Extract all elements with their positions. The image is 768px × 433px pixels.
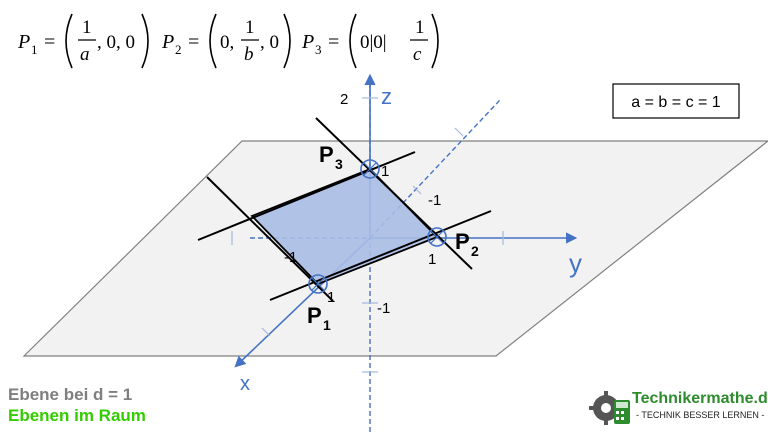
tick-label-x1: 1 [327,289,335,306]
axis-label-z: z [381,84,392,109]
subtitle-plane-d1: Ebene bei d = 1 [8,385,133,404]
tick-label-y1: 1 [428,251,436,268]
p1-frac-den: a [80,44,90,65]
marker-p3-cross-b [363,162,377,176]
condition-text: a = b = c = 1 [631,94,721,111]
brand-logo: Technikermathe.de - TECHNIK BESSER LERNE… [588,388,768,428]
p2-formula-sub: 2 [175,42,182,57]
p3-formula-label: P [301,31,314,53]
brand-tagline: - TECHNIK BESSER LERNEN - [636,410,765,420]
p2-formula-equals: = [188,31,199,53]
tick-label-z1: 1 [381,163,389,180]
tick-labels: 2 1 -1 1 -1 1 -1 [284,91,441,317]
p1-left-paren [65,13,73,69]
p1-frac-num: 1 [82,17,92,38]
p2-right-paren [283,13,291,69]
p2-frac-num: 1 [245,17,255,38]
p2-rest: , 0 [260,32,279,53]
marker-p2-cross-b [430,230,444,244]
p2-left-paren [209,13,217,69]
point-label-p1-sub: 1 [323,317,331,333]
p2-frac-den: b [244,44,254,65]
p2-formula-label: P [161,31,174,53]
condition-box [612,83,740,119]
p1-formula-sub: 1 [31,42,38,57]
formula-header: P 1 = 1 a , 0, 0 P 2 = 0, 1 b , 0 P 3 = … [17,13,439,69]
tick-label-y-neg1: -1 [284,249,297,266]
point-label-p2: P [455,229,470,254]
gear-calculator-icon [589,391,630,425]
p3-pre: 0|0| [360,32,387,53]
axis-label-x: x [240,373,250,395]
p1-rest: , 0, 0 [97,32,135,53]
p3-frac-den: c [413,44,422,65]
p3-right-paren [431,13,439,69]
p2-pre: 0, [220,32,234,53]
point-label-p3: P [319,142,334,167]
marker-p1-cross-b [311,277,325,291]
p1-right-paren [141,13,149,69]
marker-p1 [308,274,328,294]
p3-left-paren [349,13,357,69]
trace-line-p1-p2 [269,210,492,301]
p3-formula-equals: = [328,31,339,53]
p1-formula-equals: = [44,31,55,53]
tick-label-z2: 2 [340,91,348,108]
x-tick-neg1 [412,185,422,195]
point-labels: P 3 P 2 P 1 [307,142,479,333]
point-label-p2-sub: 2 [471,243,479,259]
point-markers [308,159,447,294]
marker-p2 [427,227,447,247]
p1-formula-label: P [17,31,30,53]
marker-p3 [360,159,380,179]
tick-label-z-neg1: -1 [377,300,390,317]
p3-frac-num: 1 [415,17,425,38]
brand-name: Technikermathe.de [632,390,768,407]
subtitle-planes-in-space: Ebenen im Raum [8,406,146,425]
trace-line-p2-p3 [315,117,473,270]
trace-line-p1-left [206,176,334,302]
tick-label-x-neg1: -1 [428,192,441,209]
x-tick-neg2 [454,127,464,137]
axis-label-y: y [569,248,582,278]
p3-formula-sub: 3 [315,42,322,57]
x-tick-2 [261,327,271,337]
point-label-p1: P [307,303,322,328]
point-label-p3-sub: 3 [335,156,343,172]
